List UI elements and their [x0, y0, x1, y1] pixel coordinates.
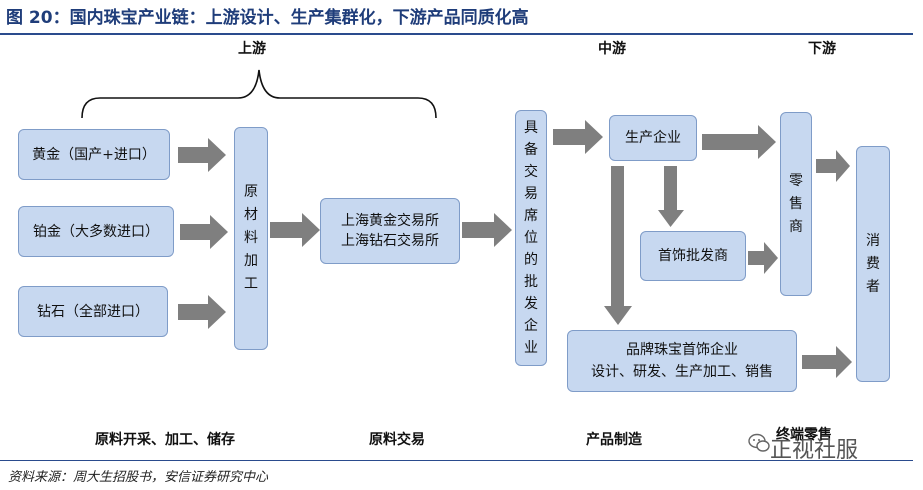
- vertical-char: 材: [244, 207, 258, 223]
- vertical-char: 具: [524, 120, 538, 136]
- label-product-manufacturing: 产品制造: [586, 432, 642, 448]
- vertical-char: 加: [244, 253, 258, 269]
- arrow-retailer-to-consumer: [816, 150, 850, 182]
- vertical-char: 商: [789, 218, 803, 235]
- exchange-line-gold: 上海黄金交易所: [341, 213, 439, 229]
- wechat-icon: [748, 433, 770, 452]
- box-diamond: 钻石（全部进口）: [18, 286, 168, 337]
- box-wholesaler-with-seat: 具备交易席位的批发企业: [515, 110, 547, 366]
- label-material-trading: 原料交易: [369, 432, 425, 448]
- vertical-char: 批: [524, 274, 538, 290]
- vertical-char: 售: [789, 195, 803, 212]
- vertical-char: 料: [244, 230, 258, 246]
- vertical-char: 交: [524, 164, 538, 180]
- vertical-char: 发: [524, 296, 538, 312]
- stage-label-upstream: 上游: [238, 41, 266, 57]
- vertical-char: 消: [866, 232, 880, 249]
- source-note: 资料来源：周大生招股书，安信证券研究中心: [8, 470, 269, 485]
- vertical-char: 席: [524, 208, 538, 224]
- stage-label-midstream: 中游: [598, 41, 626, 57]
- title-divider: [0, 33, 913, 35]
- exchange-line-diamond: 上海钻石交易所: [341, 233, 439, 249]
- box-consumer: 消费者: [856, 146, 890, 382]
- arrow-gold-to-processing: [178, 138, 226, 172]
- box-exchanges: 上海黄金交易所 上海钻石交易所: [320, 198, 460, 264]
- vertical-char: 者: [866, 278, 880, 295]
- vertical-char: 备: [524, 142, 538, 158]
- label-mining-processing-storage: 原料开采、加工、储存: [95, 432, 235, 448]
- box-gold: 黄金（国产+进口）: [18, 129, 170, 180]
- box-jewelry-wholesaler: 首饰批发商: [640, 231, 746, 281]
- vertical-char: 企: [524, 318, 538, 334]
- arrow-jewelry-wholesaler-to-retailer: [748, 242, 778, 274]
- brand-enterprise-functions: 设计、研发、生产加工、销售: [591, 364, 773, 380]
- figure-title: 图 20：国内珠宝产业链：上游设计、生产集群化，下游产品同质化高: [6, 8, 529, 28]
- arrow-wholesaler-to-producer: [553, 120, 603, 154]
- watermark-text: 正视社服: [770, 438, 859, 463]
- box-platinum: 铂金（大多数进口）: [18, 206, 174, 257]
- upstream-brace: [81, 69, 437, 119]
- label-terminal-retail: 终端零售: [776, 427, 832, 443]
- stage-label-downstream: 下游: [808, 41, 836, 57]
- arrow-exchange-to-wholesaler: [462, 213, 512, 247]
- brand-enterprise-name: 品牌珠宝首饰企业: [626, 342, 738, 358]
- arrow-diamond-to-processing: [178, 295, 226, 329]
- vertical-char: 业: [524, 340, 538, 356]
- vertical-char: 易: [524, 186, 538, 202]
- arrow-processing-to-exchange: [270, 213, 320, 247]
- source-divider: [0, 460, 913, 461]
- vertical-char: 工: [244, 276, 258, 292]
- arrow-producer-to-jewelry-wholesaler: [658, 166, 684, 227]
- vertical-char: 原: [244, 184, 258, 200]
- box-producer: 生产企业: [609, 115, 697, 161]
- vertical-char: 费: [866, 255, 880, 272]
- vertical-char: 位: [524, 230, 538, 246]
- arrow-platinum-to-processing: [180, 215, 228, 249]
- box-raw-material-processing: 原材料加工: [234, 127, 268, 350]
- arrow-brand-to-consumer: [802, 346, 852, 378]
- vertical-char: 零: [789, 172, 803, 189]
- box-brand-jewelry-enterprise: 品牌珠宝首饰企业 设计、研发、生产加工、销售: [567, 330, 797, 392]
- vertical-char: 的: [524, 252, 538, 268]
- arrow-producer-to-retailer: [702, 125, 776, 159]
- box-retailer: 零售商: [780, 112, 812, 296]
- arrow-producer-to-brand-enterprise: [604, 166, 632, 325]
